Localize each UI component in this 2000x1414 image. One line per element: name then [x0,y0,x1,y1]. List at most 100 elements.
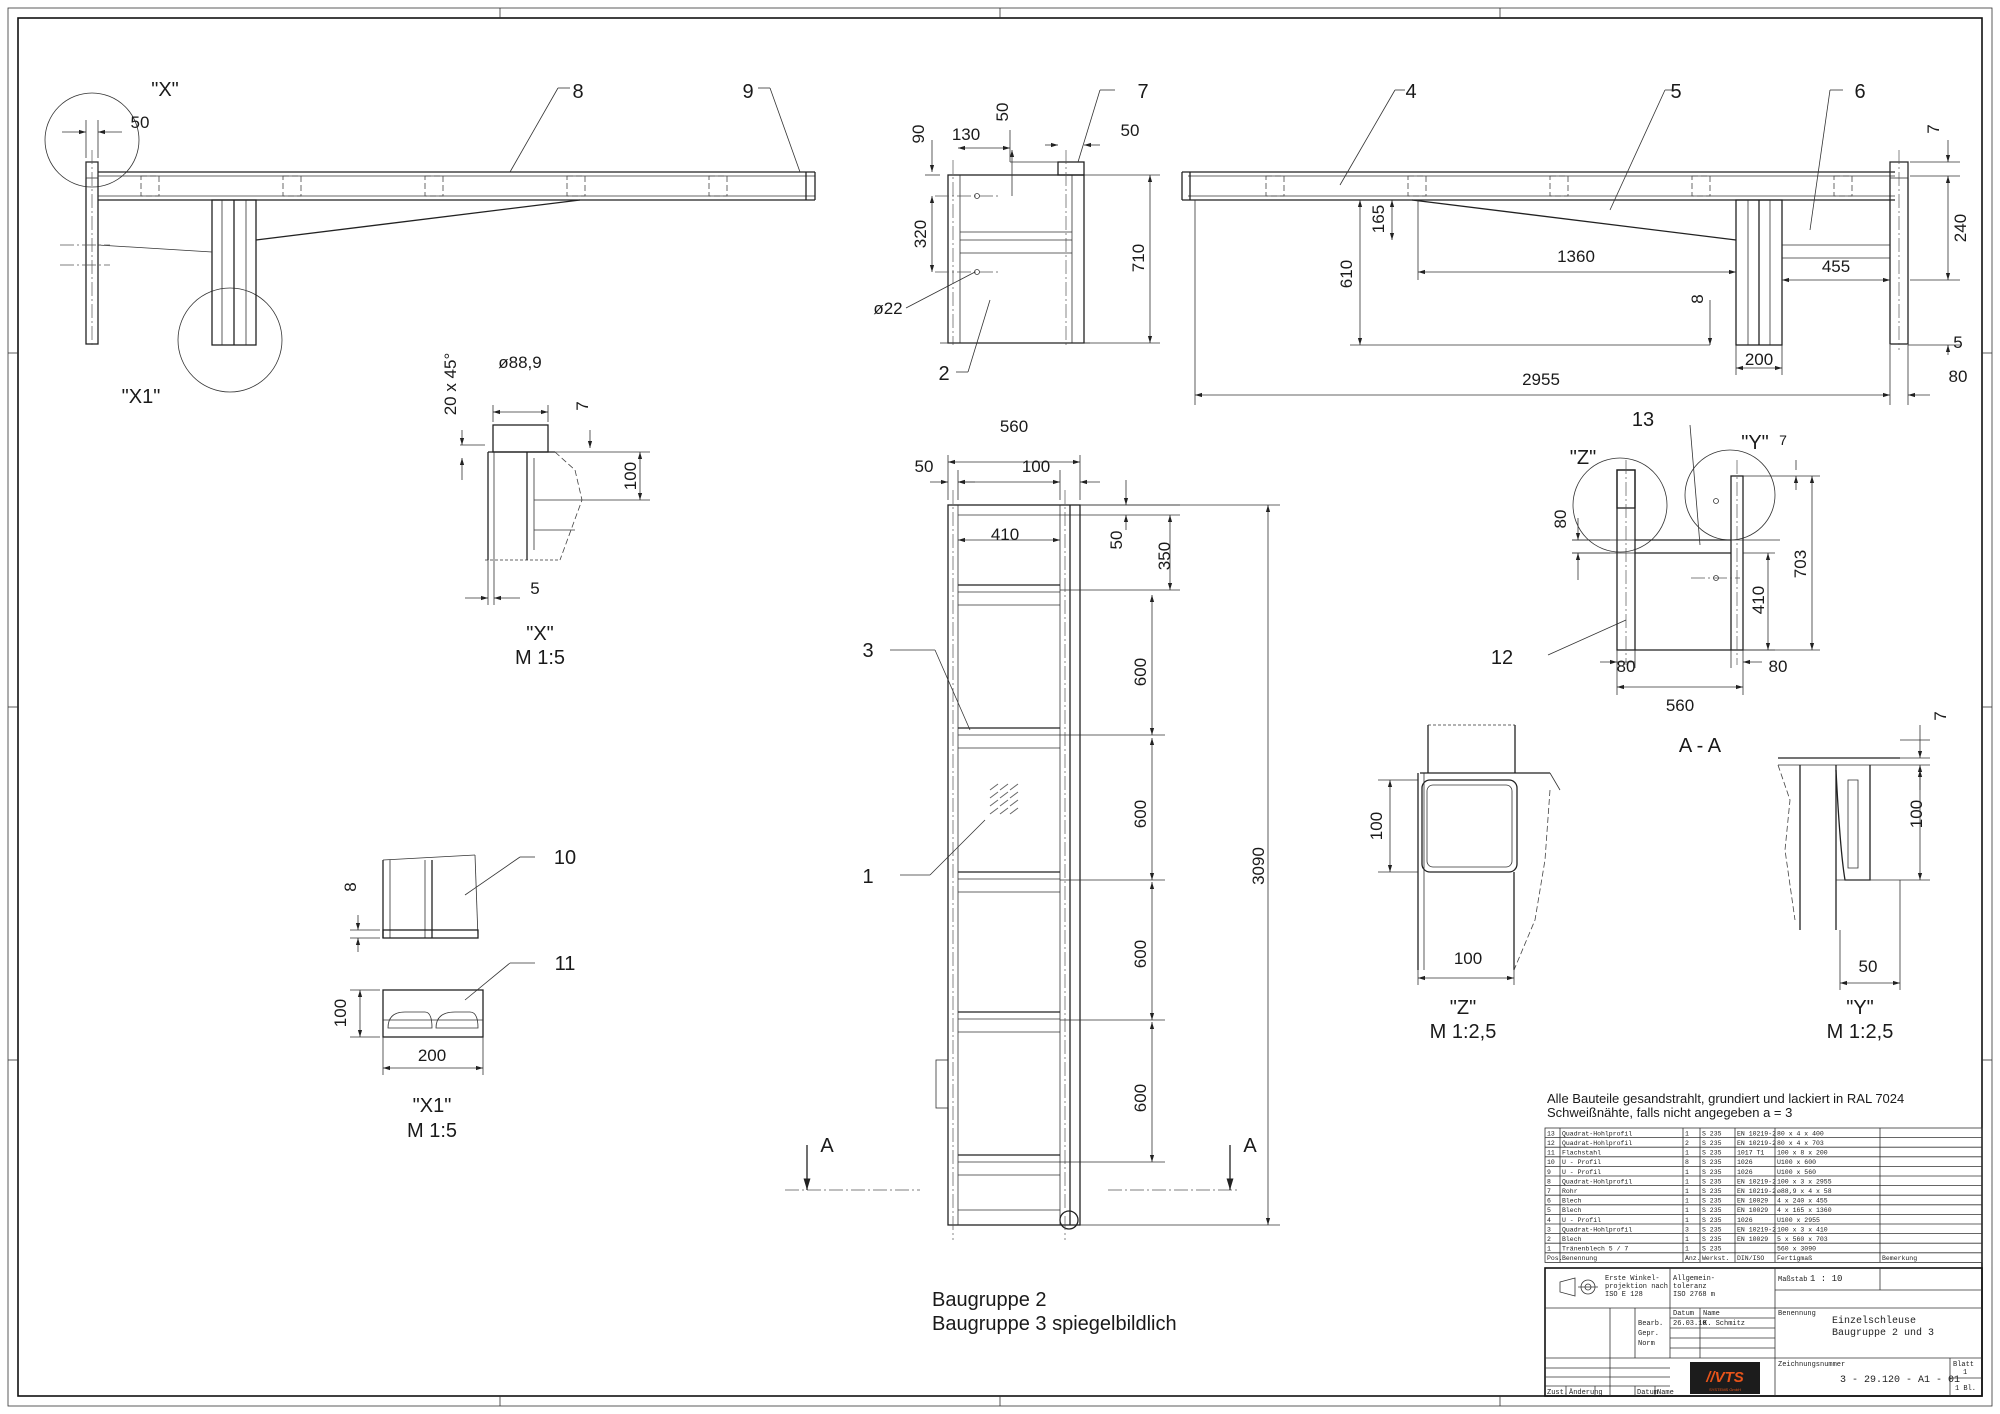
parts-list-cell: S 235 [1702,1140,1722,1147]
parts-list-cell: 1 [1685,1246,1689,1253]
rev-aenderung: Änderung [1569,1388,1603,1397]
parts-list-cell: U - Profil [1562,1169,1601,1176]
parts-list-header: Anz. [1685,1255,1701,1262]
parts-list-cell: S 235 [1702,1236,1722,1243]
dim-100: 100 [621,462,640,490]
parts-list-cell: U100 x 600 [1777,1159,1816,1166]
dim-50: 50 [131,113,150,132]
parts-list-cell: Blech [1562,1236,1582,1243]
dim-600-4: 600 [1131,1084,1150,1112]
dim-8: 8 [341,882,360,891]
parts-list-header: Bemerkung [1882,1255,1917,1262]
parts-list-cell: 1 [1685,1217,1689,1224]
vts-logo-sub: SYSTEMS GmbH [1709,1387,1741,1392]
tolerance-note-2: toleranz [1673,1283,1707,1291]
note-welds: Schweißnähte, falls nicht angegeben a = … [1547,1105,1792,1120]
parts-list-cell: S 235 [1702,1178,1722,1185]
dim-50: 50 [1859,957,1878,976]
dim-600-1: 600 [1131,658,1150,686]
parts-list-cell: 100 x 3 x 2955 [1777,1178,1832,1185]
detail-z-scale: M 1:2,5 [1430,1021,1497,1043]
parts-list-pos: 9 [1547,1169,1551,1176]
parts-list-pos: 11 [1547,1150,1555,1157]
detail-x1-view: 8 100 200 10 11 "X1" M 1:5 [331,847,576,1142]
detail-y-marker: "Y" [1741,432,1769,454]
parts-list-cell: 1 [1685,1207,1689,1214]
projection-note-2: projektion nach [1605,1283,1668,1291]
parts-list-cell: ø88,9 x 4 x 58 [1777,1188,1832,1195]
position-8: 8 [572,81,583,103]
dim-90: 90 [909,125,928,144]
dim-130: 130 [952,125,980,144]
parts-list-cell: Flachstahl [1562,1150,1601,1157]
vts-logo [1690,1362,1760,1394]
detail-x1-scale: M 1:5 [407,1120,457,1142]
dim-50-vertical: 50 [993,103,1012,122]
parts-list-cell: 100 x 8 x 200 [1777,1150,1828,1157]
detail-x-label: "X" [151,79,179,101]
dim-410: 410 [991,525,1019,544]
scale-label: Maßstab [1778,1276,1807,1284]
parts-list-pos: 7 [1547,1188,1551,1195]
dim-703: 703 [1791,550,1810,578]
parts-list-cell: EN 10219-2 [1737,1226,1776,1233]
parts-list-cell: 3 [1685,1226,1689,1233]
tolerance-note-1: Allgemein- [1673,1275,1715,1283]
parts-list-cell: 4 x 165 x 1360 [1777,1207,1832,1214]
detail-x1-label: "X1" [122,386,161,408]
dim-350: 350 [1155,542,1174,570]
position-9: 9 [742,81,753,103]
bearb-date: 26.03.10 [1673,1320,1707,1328]
sheet-number: 1 [1963,1369,1967,1377]
parts-list-cell: S 235 [1702,1130,1722,1137]
vts-logo-text: //VTS [1705,1369,1744,1386]
parts-list-cell: S 235 [1702,1217,1722,1224]
dim-7: 7 [1924,124,1943,133]
position-11: 11 [555,953,576,975]
drawing-number-label: Zeichnungsnummer [1778,1361,1845,1369]
projection-symbol-icon [1559,1277,1598,1297]
dim-2955: 2955 [1522,370,1560,389]
dim-80: 80 [1949,367,1968,386]
section-marker-a-left: A [820,1135,834,1157]
parts-list-cell: S 235 [1702,1246,1722,1253]
parts-list-cell: 1 [1685,1236,1689,1243]
detail-z-circle [1572,457,1668,553]
section-title: A - A [1679,735,1722,757]
parts-list-cell: 80 x 4 x 703 [1777,1140,1824,1147]
parts-list-pos: 12 [1547,1140,1555,1147]
dim-240: 240 [1951,214,1970,242]
detail-x-title: "X" [526,623,554,645]
parts-list-header: DIN/ISO [1737,1255,1764,1262]
name-header: Name [1703,1310,1720,1318]
benennung-header: Benennung [1778,1310,1816,1318]
dim-7: 7 [1931,711,1950,720]
dim-80-right: 80 [1769,657,1788,676]
tread-pattern [989,783,1019,815]
parts-list-header: Benennung [1562,1255,1597,1262]
dim-5: 5 [530,579,539,598]
detail-z-title: "Z" [1450,997,1476,1019]
side-view-right: 4 5 6 7 165 610 1360 8 200 455 240 5 80 … [1181,81,1970,405]
position-12: 12 [1491,647,1513,669]
dim-5: 5 [1953,333,1962,352]
dim-80-left: 80 [1617,657,1636,676]
detail-z-view: 100 100 "Z" M 1:2,5 [1367,724,1561,1043]
parts-list-cell: U100 x 560 [1777,1169,1816,1176]
dim-165: 165 [1369,205,1388,233]
datum-header: Datum [1673,1310,1694,1318]
parts-list-pos: 13 [1547,1130,1555,1137]
parts-list-cell: EN 10219-2 [1737,1178,1776,1185]
rev-zust: Zust. [1547,1389,1568,1397]
parts-list-pos: 4 [1547,1217,1551,1224]
parts-list-header: Pos. [1547,1255,1563,1262]
parts-list-cell: 1 [1685,1178,1689,1185]
rev-datum: Datum [1637,1389,1658,1397]
side-view-left: "X" 50 8 9 "X1" [44,79,816,408]
dim-600-2: 600 [1131,800,1150,828]
parts-list-cell: EN 10219-2 [1737,1130,1776,1137]
parts-list-cell: S 235 [1702,1159,1722,1166]
dim-410: 410 [1749,586,1768,614]
dim-100-horizontal: 100 [1454,949,1482,968]
parts-list-cell: Blech [1562,1198,1582,1205]
